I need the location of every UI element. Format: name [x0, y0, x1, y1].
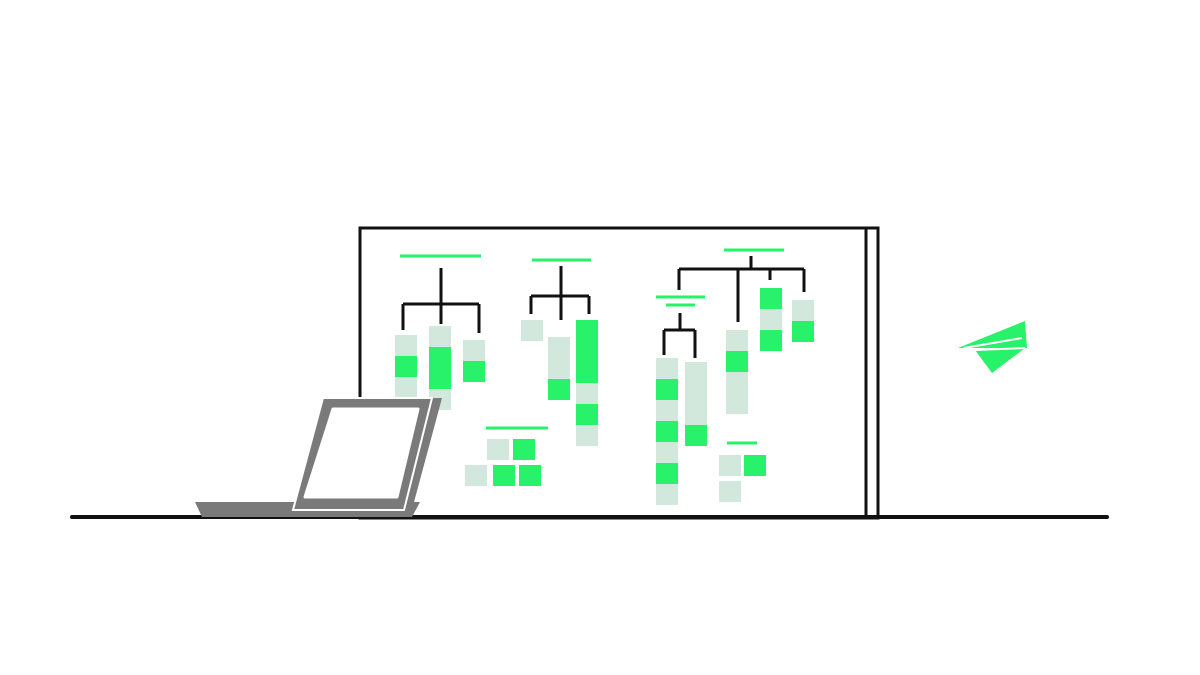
note — [465, 465, 487, 486]
note — [576, 425, 598, 446]
note — [656, 358, 678, 379]
note — [656, 400, 678, 421]
paper-plane-wing — [975, 348, 1025, 373]
note — [576, 383, 598, 404]
note — [576, 404, 598, 425]
note — [760, 309, 782, 330]
note — [656, 484, 678, 505]
note — [519, 465, 541, 486]
note — [656, 442, 678, 463]
note — [548, 379, 570, 400]
paper-plane-body — [958, 321, 1027, 348]
note — [493, 465, 515, 486]
note — [685, 404, 707, 425]
note — [685, 383, 707, 404]
note — [792, 300, 814, 321]
note — [429, 347, 451, 368]
paper-plane-icon — [958, 321, 1027, 373]
tree-4 — [662, 313, 697, 358]
note — [463, 340, 485, 361]
note — [548, 358, 570, 379]
note — [744, 455, 766, 476]
note — [685, 425, 707, 446]
tree-connectors — [401, 256, 806, 358]
paper-plane-fold-2 — [974, 347, 1026, 351]
note — [760, 330, 782, 351]
note — [726, 372, 748, 393]
note — [513, 439, 535, 460]
note — [395, 356, 417, 377]
note — [760, 288, 782, 309]
note — [656, 463, 678, 484]
laptop-screen — [303, 407, 420, 499]
note — [719, 455, 741, 476]
note — [726, 351, 748, 372]
note — [656, 379, 678, 400]
board-title-bars — [400, 248, 784, 445]
note — [429, 368, 451, 389]
note — [395, 377, 417, 398]
note — [576, 320, 598, 341]
laptop-icon — [195, 397, 442, 517]
note — [463, 361, 485, 382]
note — [576, 362, 598, 383]
note — [726, 330, 748, 351]
tree-2 — [529, 266, 591, 320]
tree-3 — [677, 256, 806, 322]
note — [719, 481, 741, 502]
tree-1 — [401, 268, 481, 333]
sticky-notes — [395, 288, 814, 505]
note — [487, 439, 509, 460]
note — [726, 393, 748, 414]
note — [656, 421, 678, 442]
note — [429, 326, 451, 347]
paper-plane-fold — [963, 337, 1023, 349]
note — [792, 321, 814, 342]
note — [576, 341, 598, 362]
note — [548, 337, 570, 358]
note — [685, 362, 707, 383]
note — [395, 335, 417, 356]
note — [521, 320, 543, 341]
